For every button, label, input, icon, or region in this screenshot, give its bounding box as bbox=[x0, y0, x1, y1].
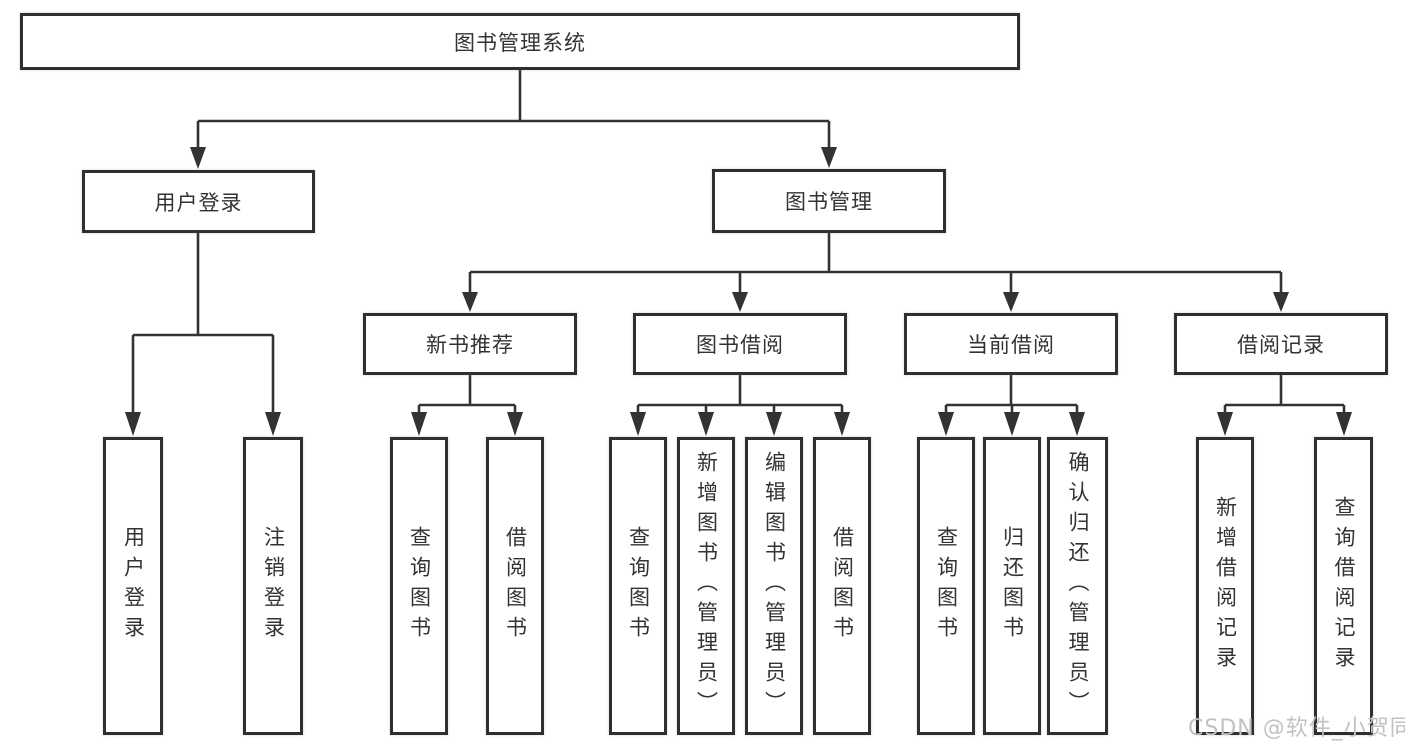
node-user-login: 用户登录 bbox=[82, 170, 315, 233]
node-book-borrow: 图书借阅 bbox=[633, 313, 847, 375]
arrow-down-icon bbox=[1336, 412, 1352, 436]
node-current-borrow: 当前借阅 bbox=[904, 313, 1118, 375]
node-leaf-query-books-a: 查询图书 bbox=[390, 437, 448, 735]
node-leaf-return-books: 归还图书 bbox=[983, 437, 1041, 735]
node-book-management: 图书管理 bbox=[712, 169, 946, 233]
arrow-down-icon bbox=[411, 412, 427, 436]
node-leaf-add-borrow-record: 新增借阅记录 bbox=[1196, 437, 1254, 735]
arrow-down-icon bbox=[190, 147, 206, 169]
node-new-book-recommend: 新书推荐 bbox=[363, 313, 577, 375]
node-leaf-query-borrow-record: 查询借阅记录 bbox=[1314, 437, 1373, 735]
node-leaf-confirm-return-admin: 确认归还（管理员） bbox=[1047, 437, 1108, 735]
arrow-down-icon bbox=[1003, 292, 1019, 312]
arrow-down-icon bbox=[1004, 412, 1020, 436]
arrow-down-icon bbox=[1069, 412, 1085, 436]
arrow-down-icon bbox=[766, 412, 782, 436]
arrow-down-icon bbox=[1217, 412, 1233, 436]
arrow-down-icon bbox=[698, 412, 714, 436]
arrow-down-icon bbox=[821, 147, 837, 168]
node-leaf-borrow-books-a: 借阅图书 bbox=[486, 437, 544, 735]
node-leaf-logout: 注销登录 bbox=[243, 437, 303, 735]
arrow-down-icon bbox=[732, 292, 748, 312]
node-leaf-query-books-b: 查询图书 bbox=[609, 437, 667, 735]
node-leaf-add-books-admin: 新增图书（管理员） bbox=[677, 437, 735, 735]
arrow-down-icon bbox=[1273, 292, 1289, 312]
arrow-down-icon bbox=[507, 412, 523, 436]
node-borrow-records: 借阅记录 bbox=[1174, 313, 1388, 375]
arrow-down-icon bbox=[462, 292, 478, 312]
arrow-down-icon bbox=[265, 412, 281, 436]
arrow-down-icon bbox=[834, 412, 850, 436]
node-leaf-borrow-books-b: 借阅图书 bbox=[813, 437, 871, 735]
node-leaf-query-books-c: 查询图书 bbox=[917, 437, 975, 735]
arrow-down-icon bbox=[125, 412, 141, 436]
watermark: CSDN @软件_小贺同学 bbox=[1188, 716, 1405, 741]
node-leaf-user-login: 用户登录 bbox=[103, 437, 163, 735]
node-root-title: 图书管理系统 bbox=[20, 13, 1020, 70]
node-leaf-edit-books-admin: 编辑图书（管理员） bbox=[745, 437, 803, 735]
arrow-down-icon bbox=[630, 412, 646, 436]
arrow-down-icon bbox=[938, 412, 954, 436]
